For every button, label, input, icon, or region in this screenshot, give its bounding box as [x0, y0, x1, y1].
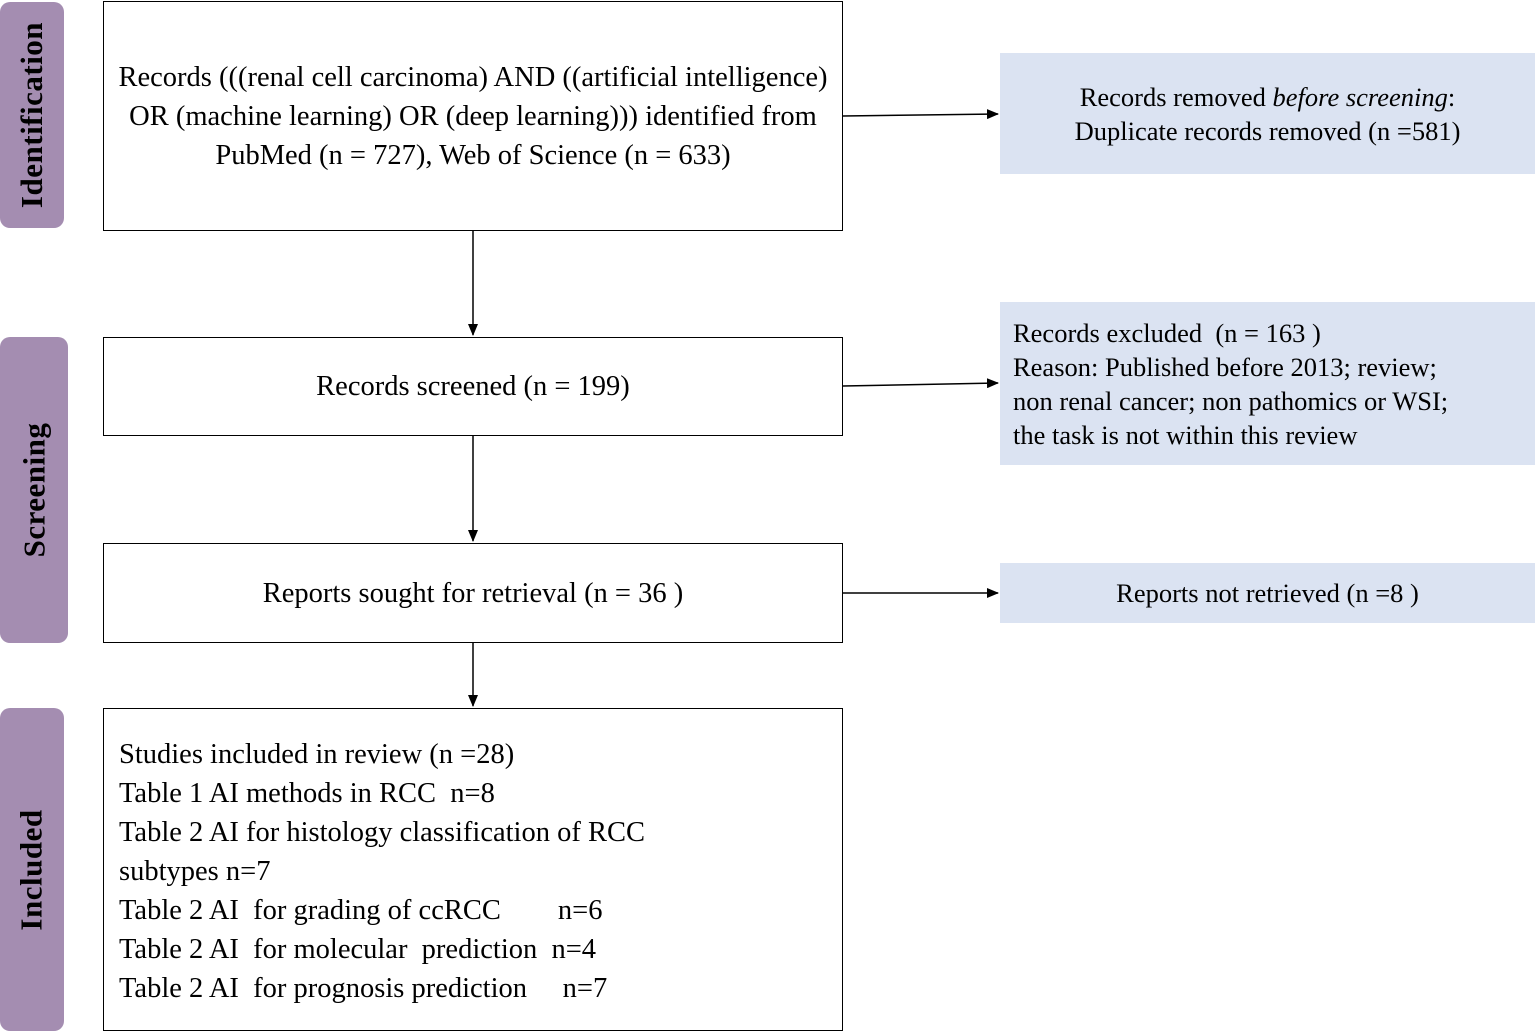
- records-excluded-line: Records excluded (n = 163 ): [1013, 318, 1321, 348]
- reports-sought-text: Reports sought for retrieval (n = 36 ): [262, 577, 684, 609]
- phase-tab-identification: Identification: [0, 2, 64, 228]
- included-line: Table 2 AI for grading of ccRCC n=6: [119, 895, 603, 926]
- records-removed-box: Records removed before screening: Duplic…: [1000, 53, 1535, 174]
- records-excluded-line: Reason: Published before 2013; review;: [1013, 352, 1437, 382]
- phase-tab-screening: Screening: [0, 337, 68, 643]
- included-line: Table 2 AI for molecular prediction n=4: [119, 934, 597, 965]
- reports-not-retrieved-text: Reports not retrieved (n =8 ): [1116, 578, 1419, 608]
- records-screened-box: Records screened (n = 199): [103, 337, 843, 436]
- arrow-to-records-removed: [842, 109, 999, 120]
- records-removed-line2: Duplicate records removed (n =581): [1074, 115, 1461, 146]
- included-line: subtypes n=7: [119, 856, 271, 887]
- records-excluded-line: the task is not within this review: [1013, 420, 1358, 450]
- reports-sought-box: Reports sought for retrieval (n = 36 ): [103, 543, 843, 643]
- included-line: Table 1 AI methods in RCC n=8: [119, 778, 495, 809]
- included-line: Table 2 AI for histology classification …: [119, 817, 645, 848]
- records-removed-line1: Records removed before screening:: [1080, 80, 1456, 114]
- reports-not-retrieved-box: Reports not retrieved (n =8 ): [1000, 563, 1535, 623]
- records-identified-box: Records (((renal cell carcinoma) AND ((a…: [103, 1, 843, 231]
- records-removed-prefix: Records removed: [1079, 81, 1273, 112]
- records-excluded-box: Records excluded (n = 163 ) Reason: Publ…: [1000, 302, 1535, 465]
- included-line: Table 2 AI for prognosis prediction n=7: [119, 973, 608, 1004]
- included-line: Studies included in review (n =28): [119, 739, 515, 770]
- records-screened-text: Records screened (n = 199): [316, 371, 630, 402]
- records-removed-colon: :: [1447, 81, 1456, 112]
- records-excluded-line: non renal cancer; non pathomics or WSI;: [1013, 386, 1449, 416]
- records-removed-italic: before screening: [1272, 81, 1448, 112]
- studies-included-box: Studies included in review (n =28) Table…: [103, 708, 843, 1031]
- arrow-to-records-excluded: [842, 378, 999, 389]
- phase-tab-included: Included: [0, 708, 64, 1031]
- records-identified-text: Records (((renal cell carcinoma) AND ((a…: [118, 61, 828, 171]
